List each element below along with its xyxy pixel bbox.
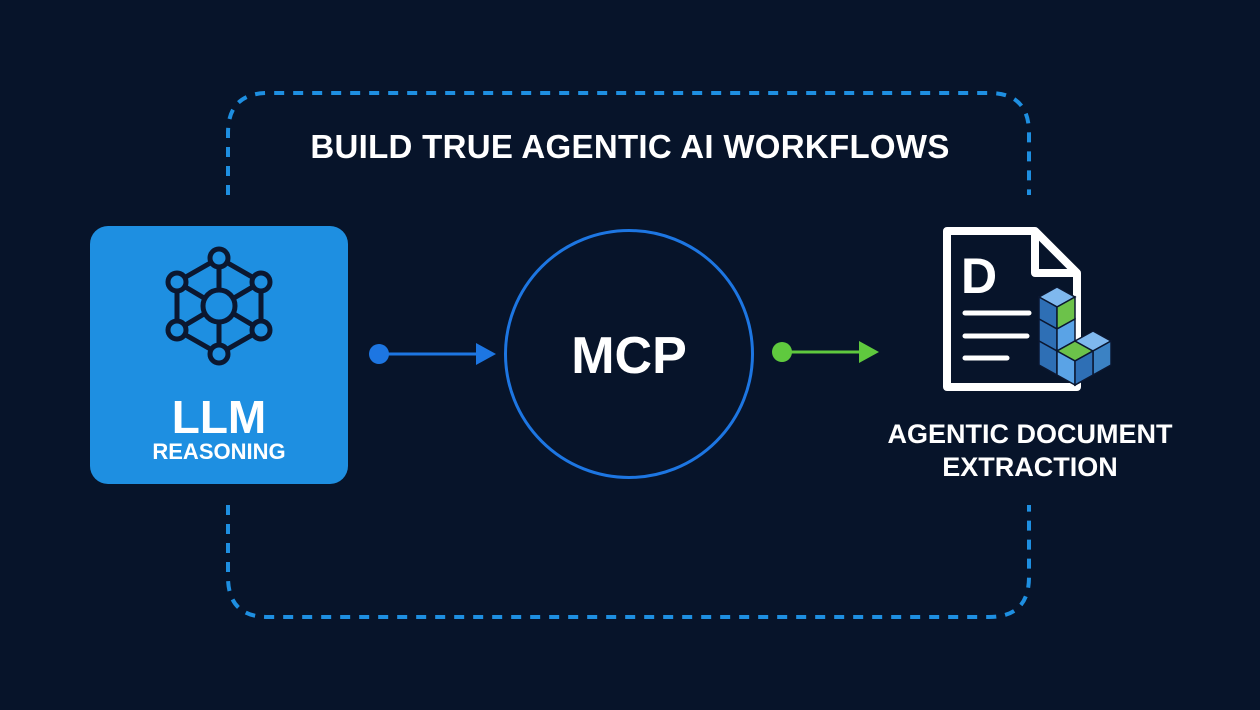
document-label: AGENTIC DOCUMENT EXTRACTION bbox=[860, 418, 1200, 484]
mcp-label: MCP bbox=[571, 327, 687, 385]
dashed-frame-top bbox=[226, 91, 1031, 195]
document-label-line1: AGENTIC DOCUMENT bbox=[887, 419, 1173, 449]
llm-node: LLM REASONING bbox=[90, 226, 348, 484]
dashed-frame-bottom bbox=[226, 505, 1031, 619]
arrow-llm-to-mcp bbox=[369, 343, 496, 365]
neural-network-icon bbox=[165, 246, 273, 366]
llm-sublabel: REASONING bbox=[152, 439, 286, 464]
diagram-title: BUILD TRUE AGENTIC AI WORKFLOWS bbox=[310, 128, 950, 165]
mcp-node: MCP bbox=[504, 229, 754, 479]
llm-label: LLM bbox=[171, 391, 267, 443]
document-letter: D bbox=[961, 248, 997, 304]
arrow-mcp-to-document bbox=[772, 341, 879, 363]
document-label-line2: EXTRACTION bbox=[942, 452, 1118, 482]
document-with-blocks-icon: D bbox=[943, 227, 1113, 391]
